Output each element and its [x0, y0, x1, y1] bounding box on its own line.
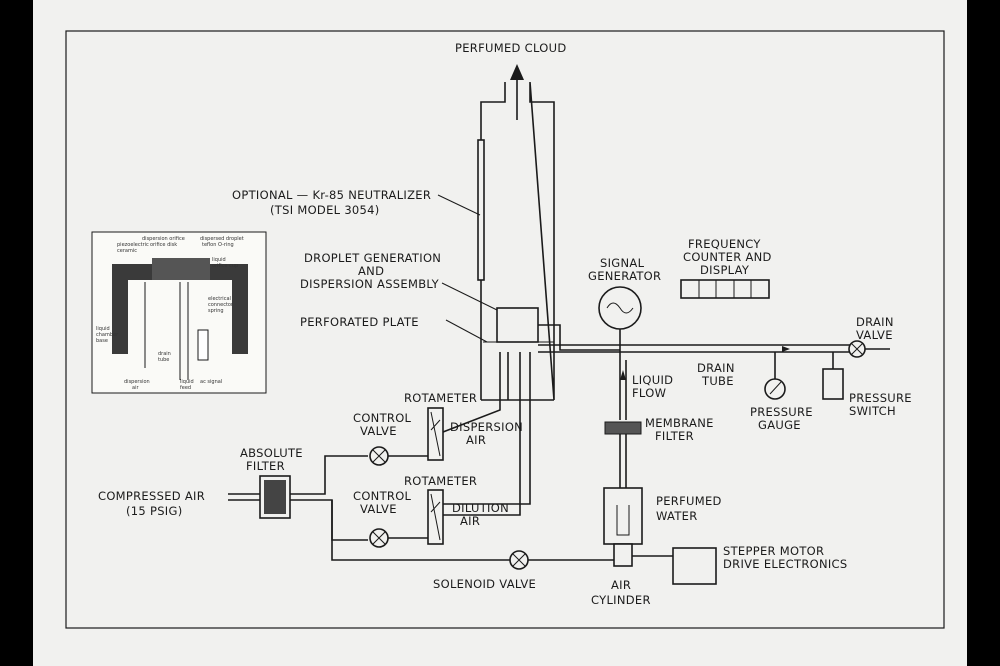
inset-dispersed-droplet: dispersed droplet: [200, 236, 244, 242]
inset-air: air: [132, 385, 139, 391]
diagram-frame: [65, 30, 945, 629]
inset-dispersion-orifice: dispersion orifice: [142, 236, 185, 242]
inset-chamber: chamber: [96, 332, 119, 338]
inset-dispersion: dispersion: [124, 379, 150, 385]
inset-piezoelectric: piezoelectric: [117, 242, 149, 248]
air-cylinder: [613, 543, 633, 567]
membrane-filter: [604, 421, 642, 435]
up-arrow-icon: [510, 64, 524, 80]
label-stepper-1: STEPPER MOTOR: [723, 544, 824, 558]
label-pressure-switch-1: PRESSURE: [849, 391, 912, 405]
label-perfumed-water-1: PERFUMED: [656, 494, 722, 508]
label-perforated-plate: PERFORATED PLATE: [300, 315, 419, 329]
inset-orifice-disk: orifice disk: [150, 242, 177, 248]
label-liquid-flow-1: LIQUID: [632, 373, 673, 387]
label-freq-1: FREQUENCY: [688, 237, 761, 251]
inset-liquid-feed-1: liquid: [180, 379, 194, 385]
label-compressed-air-1: COMPRESSED AIR: [98, 489, 205, 503]
label-control-valve-bot-2: VALVE: [360, 502, 397, 516]
inset-orifice-cup: orifice cup: [212, 263, 238, 269]
label-freq-2: COUNTER AND: [683, 250, 772, 264]
inset-connector: connector: [208, 302, 234, 308]
perfumed-water-cylinder: [603, 487, 643, 545]
label-control-valve-top-2: VALVE: [360, 424, 397, 438]
label-membrane-filter-2: FILTER: [655, 429, 694, 443]
label-rotameter-bottom: ROTAMETER: [404, 474, 477, 488]
label-drain-tube-1: DRAIN: [697, 361, 735, 375]
label-liquid-flow-2: FLOW: [632, 386, 666, 400]
label-absolute-filter-2: FILTER: [246, 459, 285, 473]
label-neutralizer-2: (TSI MODEL 3054): [270, 203, 380, 217]
label-pressure-gauge-1: PRESSURE: [750, 405, 813, 419]
label-membrane-filter-1: MEMBRANE: [645, 416, 714, 430]
label-neutralizer-1: OPTIONAL — Kr-85 NEUTRALIZER: [232, 188, 431, 202]
label-droplet-3: DISPERSION ASSEMBLY: [300, 277, 440, 291]
inset-liquid: liquid: [212, 257, 226, 263]
label-pressure-gauge-2: GAUGE: [758, 418, 801, 432]
droplet-generator: [496, 307, 539, 343]
inset-liquid-feed-2: feed: [180, 385, 191, 391]
label-stepper-2: DRIVE ELECTRONICS: [723, 557, 848, 571]
inset-detail: [91, 231, 267, 394]
label-dilution-air-2: AIR: [460, 514, 480, 528]
label-absolute-filter-1: ABSOLUTE: [240, 446, 303, 460]
label-signal-1: SIGNAL: [600, 256, 645, 270]
label-air-cylinder-2: CYLINDER: [591, 593, 651, 607]
inset-electrical: electrical: [208, 296, 231, 302]
label-freq-3: DISPLAY: [700, 263, 750, 277]
label-dispersion-air-2: AIR: [466, 433, 486, 447]
label-dilution-air-1: DILUTION: [452, 501, 509, 515]
inset-ac-signal: ac signal: [200, 379, 222, 385]
inset-liquid-chamber: liquid: [96, 326, 110, 332]
stepper-motor-box: [672, 547, 717, 585]
inset-tube: tube: [158, 357, 169, 363]
label-droplet-1: DROPLET GENERATION: [304, 251, 441, 265]
dispersion-column: [477, 64, 555, 401]
label-drain-valve-1: DRAIN: [856, 315, 894, 329]
label-dispersion-air-1: DISPERSION: [450, 420, 523, 434]
inset-teflon-oring: teflon O-ring: [202, 242, 234, 248]
label-solenoid-valve: SOLENOID VALVE: [433, 577, 536, 591]
label-drain-valve-2: VALVE: [856, 328, 893, 342]
label-air-cylinder-1: AIR: [611, 578, 631, 592]
label-pressure-switch-2: SWITCH: [849, 404, 896, 418]
inset-spring: spring: [208, 308, 224, 314]
label-drain-tube-2: TUBE: [701, 374, 734, 388]
label-signal-2: GENERATOR: [588, 269, 661, 283]
label-control-valve-bot-1: CONTROL: [353, 489, 412, 503]
label-droplet-2: AND: [358, 264, 384, 278]
label-compressed-air-2: (15 PSIG): [126, 504, 183, 518]
label-rotameter-top: ROTAMETER: [404, 391, 477, 405]
inset-drain: drain: [158, 351, 171, 357]
label-control-valve-top-1: CONTROL: [353, 411, 412, 425]
label-perfumed-water-2: WATER: [656, 509, 698, 523]
frequency-counter-display: [680, 279, 770, 299]
pressure-switch-icon: [822, 368, 844, 400]
label-perfumed-cloud: PERFUMED CLOUD: [455, 41, 566, 55]
inset-base: base: [96, 338, 108, 344]
inset-ceramic: ceramic: [117, 248, 137, 254]
